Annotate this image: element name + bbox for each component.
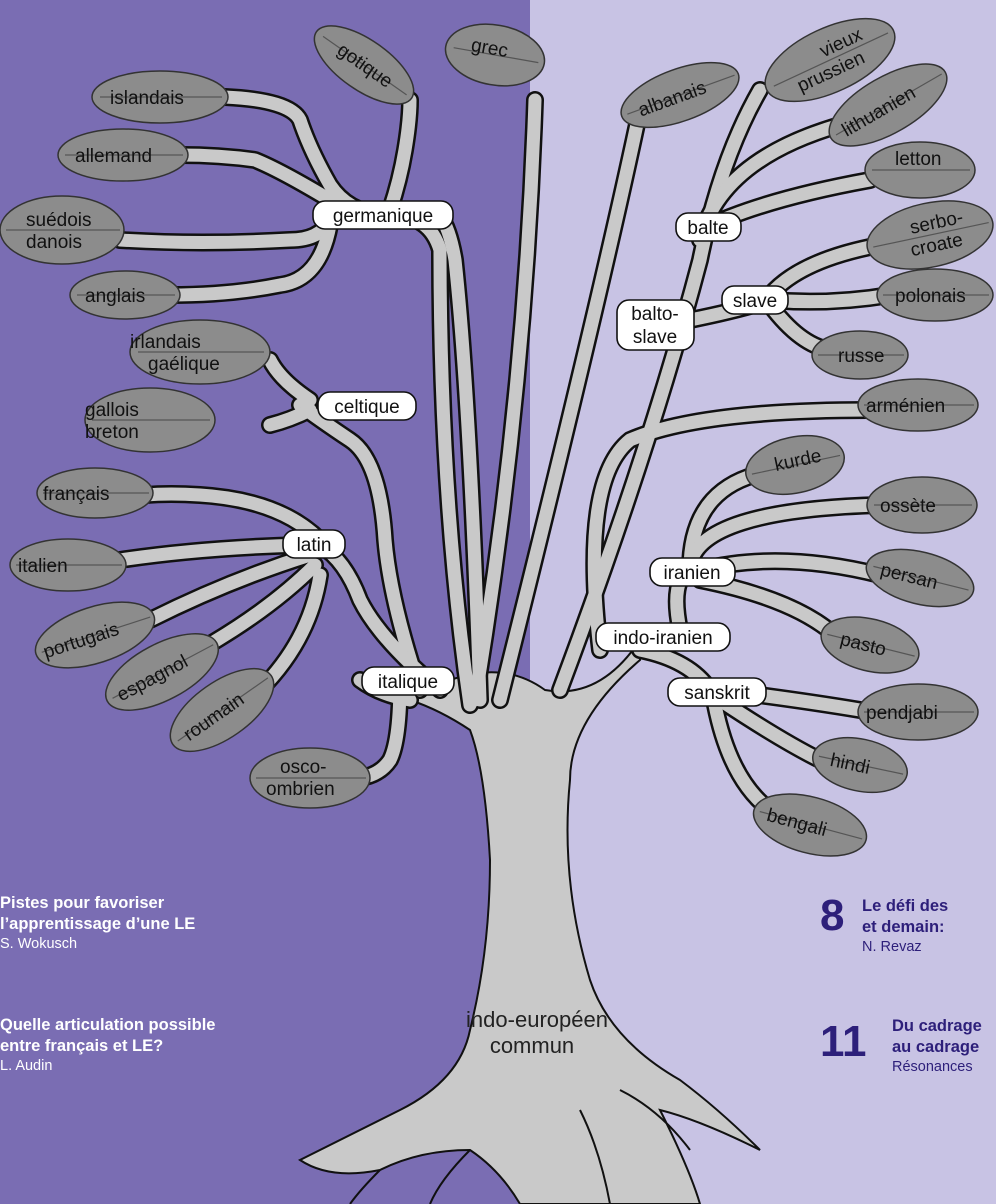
leaf-label: anglais xyxy=(85,286,145,307)
leaf-label: islandais xyxy=(110,88,184,109)
leaf-label: gaélique xyxy=(148,354,220,375)
leaf-irlandais-gaelique: irlandais gaélique xyxy=(129,319,271,385)
node-latin: latin xyxy=(282,529,346,559)
node-iranien: iranien xyxy=(649,557,736,587)
node-balte: balte xyxy=(675,212,742,242)
leaf-letton: letton xyxy=(864,141,976,199)
node-sanskrit: sanskrit xyxy=(667,677,767,707)
leaf-gotique: gotique xyxy=(313,25,415,105)
article-teaser[interactable]: 11 Du cadrage au cadrage Résonances xyxy=(818,1014,996,1084)
leaf-label: letton xyxy=(895,149,941,170)
node-label: slave xyxy=(633,327,677,348)
article-title: et demain: xyxy=(862,918,945,936)
node-indo-iranien: indo-iranien xyxy=(595,622,731,652)
leaf-allemand: allemand xyxy=(57,128,189,182)
leaf-label: irlandais xyxy=(130,332,201,353)
node-label: slave xyxy=(733,291,777,312)
article-title: Quelle articulation possible xyxy=(0,1016,216,1034)
leaf-persan: persan xyxy=(865,548,975,608)
page-number: 11 xyxy=(820,1017,867,1066)
node-label: italique xyxy=(378,672,438,693)
node-label: balte xyxy=(687,218,728,239)
article-title: au cadrage xyxy=(892,1038,980,1056)
article-title: entre français et LE? xyxy=(0,1037,164,1055)
article-author: S. Wokusch xyxy=(0,936,78,952)
leaf-pendjabi: pendjabi xyxy=(857,683,979,741)
node-label: balto- xyxy=(631,304,679,325)
leaf-label: allemand xyxy=(75,146,152,167)
leaf-ossete: ossète xyxy=(866,476,978,534)
leaf-islandais: islandais xyxy=(91,70,229,124)
article-author: Résonances xyxy=(892,1059,973,1075)
leaf-osco-ombrien: osco- ombrien xyxy=(249,747,371,809)
leaf-pasto: pasto xyxy=(820,616,920,674)
leaf-kurde: kurde xyxy=(744,434,846,496)
leaf-suedois-danois: suédois danois xyxy=(0,195,125,265)
node-label: celtique xyxy=(334,397,400,418)
leaf-label: polonais xyxy=(895,286,966,307)
leaf-label: pendjabi xyxy=(866,703,938,724)
leaf-label: français xyxy=(43,484,110,505)
article-teaser[interactable]: 8 Le défi des et demain: N. Revaz xyxy=(818,894,996,964)
tree-trunk xyxy=(298,636,761,1204)
leaf-label: italien xyxy=(18,556,68,577)
leaf-anglais: anglais xyxy=(69,270,181,320)
article-title: l’apprentissage d’une LE xyxy=(0,915,196,933)
article-teaser[interactable]: Quelle articulation possible entre franç… xyxy=(0,1015,300,1076)
node-germanique: germanique xyxy=(312,200,454,230)
node-celtique: celtique xyxy=(317,391,417,421)
node-label: indo-iranien xyxy=(613,628,712,649)
node-label: sanskrit xyxy=(684,683,750,704)
leaf-vieux-prussien: vieux prussien xyxy=(764,17,896,103)
leaf-hindi: hindi xyxy=(811,736,909,794)
leaf-label: russe xyxy=(838,346,884,367)
leaf-italien: italien xyxy=(9,538,127,592)
article-title: Du cadrage xyxy=(892,1017,982,1035)
article-author: N. Revaz xyxy=(862,939,922,955)
tree-roots xyxy=(349,1089,691,1204)
leaf-label: breton xyxy=(85,422,139,443)
article-author: L. Audin xyxy=(0,1058,53,1074)
leaf-roumain: roumain xyxy=(169,667,275,753)
article-teaser[interactable]: Pistes pour favoriser l’apprentissage d’… xyxy=(0,893,290,954)
page-number: 8 xyxy=(820,891,845,940)
leaf-armenien: arménien xyxy=(857,378,979,432)
node-label: iranien xyxy=(663,563,720,584)
leaf-polonais: polonais xyxy=(876,268,994,322)
leaf-bengali: bengali xyxy=(752,793,868,857)
node-label: latin xyxy=(297,535,332,556)
node-slave: slave xyxy=(721,285,789,315)
root-label: commun xyxy=(490,1033,574,1058)
leaf-grec: grec xyxy=(444,23,546,87)
leaf-label: gallois xyxy=(85,400,139,421)
leaf-label: danois xyxy=(26,232,82,253)
node-label: germanique xyxy=(333,206,433,227)
article-title: Pistes pour favoriser xyxy=(0,894,165,912)
article-title: Le défi des xyxy=(862,897,949,915)
leaf-label: ombrien xyxy=(266,779,335,800)
leaf-russe: russe xyxy=(811,330,909,380)
leaf-label: arménien xyxy=(866,396,945,417)
leaf-albanais: albanais xyxy=(620,61,740,129)
root-label: indo-européen xyxy=(466,1007,608,1032)
leaf-serbo-croate: serbo- croate xyxy=(866,200,994,270)
leaf-gallois-breton: gallois breton xyxy=(84,387,216,453)
leaf-label: osco- xyxy=(280,757,326,778)
leaf-label: suédois xyxy=(26,210,92,231)
leaf-francais: français xyxy=(36,467,154,519)
node-italique: italique xyxy=(361,666,455,696)
leaf-portugais: portugais xyxy=(34,601,156,669)
node-balto-slave: balto- slave xyxy=(616,299,695,351)
leaf-label: ossète xyxy=(880,496,936,517)
